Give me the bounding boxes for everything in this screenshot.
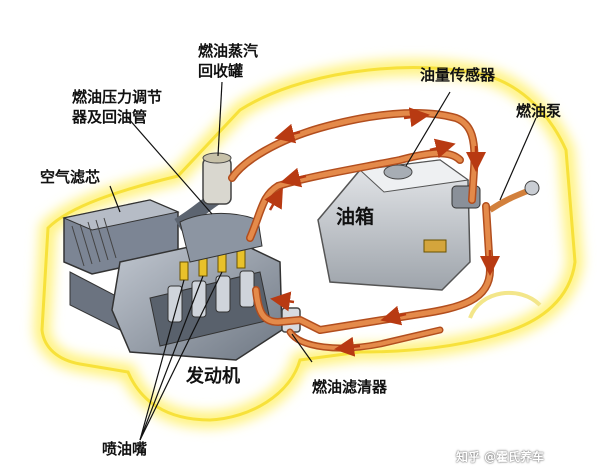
watermark: 知乎 @霍氏养车 <box>456 450 545 464</box>
label-fuel-filter: 燃油滤清器 <box>312 378 388 396</box>
car-outline <box>33 59 584 429</box>
label-regulator-2: 器及回油管 <box>72 108 148 126</box>
label-injectors: 喷油嘴 <box>102 440 148 458</box>
label-fuel-pump: 燃油泵 <box>516 102 562 120</box>
label-vapor-canister-1: 燃油蒸汽 <box>198 42 259 60</box>
leader-lines <box>109 81 537 441</box>
engine-block <box>111 152 283 361</box>
label-air-filter: 空气滤芯 <box>40 168 101 186</box>
label-regulator-1: 燃油压力调节 <box>72 88 163 106</box>
label-fuel-gauge-sensor: 油量传感器 <box>420 66 496 84</box>
label-vapor-canister-2: 回收罐 <box>198 62 244 80</box>
flow-arrows <box>264 107 500 357</box>
label-engine: 发动机 <box>186 366 240 387</box>
label-fuel-tank: 油箱 <box>336 206 375 228</box>
